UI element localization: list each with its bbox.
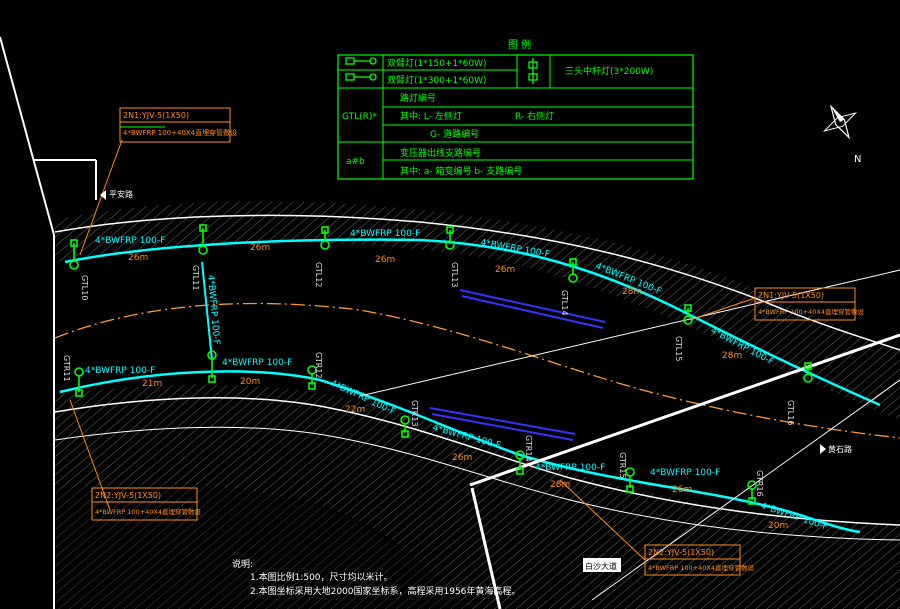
road-edges <box>54 214 900 541</box>
lamp-gtr13 <box>400 415 410 438</box>
pipe-label: 4*BWFRP 100-F <box>650 468 720 478</box>
svg-text:GTL12: GTL12 <box>314 262 323 287</box>
svg-text:变压器出线支路编号: 变压器出线支路编号 <box>400 147 481 159</box>
svg-text:G- 道路编号: G- 道路编号 <box>430 128 479 140</box>
svg-text:GTL15: GTL15 <box>674 336 683 361</box>
svg-text:GTL10: GTL10 <box>80 275 89 300</box>
cable-cross <box>201 261 213 361</box>
svg-text:GTL(R)*: GTL(R)* <box>342 112 377 122</box>
svg-text:GTL14: GTL14 <box>560 290 569 315</box>
road-name-south: 白沙大道 <box>585 561 617 571</box>
double-arm-icon <box>345 57 377 81</box>
lamp-gtl16 <box>803 362 813 383</box>
lamp-gtl14 <box>568 258 578 283</box>
svg-text:其中: L- 左侧灯: 其中: L- 左侧灯 <box>400 110 462 122</box>
road-centerline <box>54 302 900 439</box>
svg-text:2N2:YJV-5(1X50): 2N2:YJV-5(1X50) <box>648 548 714 557</box>
callouts <box>91 107 856 576</box>
north-arrow-icon <box>822 104 858 140</box>
lamp-gtr16 <box>747 480 757 505</box>
lamp-gtl11 <box>198 224 208 255</box>
slope-hatch-sw <box>55 481 470 609</box>
blue-strips <box>429 289 606 441</box>
svg-text:26m: 26m <box>250 243 270 253</box>
svg-text:a#b: a#b <box>346 157 365 167</box>
svg-text:其中: a- 箱变编号 b- 支路编号: 其中: a- 箱变编号 b- 支路编号 <box>400 165 522 177</box>
pipe-label: 4*BWFRP 100-F <box>95 236 165 246</box>
svg-text:4*BWFRP 100+40X4直埋穿管敷设: 4*BWFRP 100+40X4直埋穿管敷设 <box>648 563 754 572</box>
svg-text:GTR15: GTR15 <box>618 452 627 479</box>
notes: 说明: 1.本图比例1:500，尺寸均以米计。 2.本图坐标采用大地2000国家… <box>232 558 520 597</box>
svg-text:26m: 26m <box>495 265 515 275</box>
svg-text:4*BWFRP 100+40X4直埋穿管敷设: 4*BWFRP 100+40X4直埋穿管敷设 <box>123 128 237 137</box>
legend-box <box>337 54 694 180</box>
svg-text:GTL11: GTL11 <box>191 265 200 290</box>
pipe-label: 4*BWFRP 100-F <box>85 366 155 376</box>
svg-text:GTR13: GTR13 <box>410 400 419 427</box>
svg-text:26m: 26m <box>128 253 148 263</box>
svg-text:26m: 26m <box>672 485 692 495</box>
svg-text:GTR16: GTR16 <box>755 470 764 497</box>
distance-labels: 26m 26m 26m 26m 28m 28m 21m 20m 22m 26m … <box>128 243 788 531</box>
svg-text:GTR14: GTR14 <box>524 435 533 462</box>
svg-text:4*BWFRP 100+40X4直埋穿管敷设: 4*BWFRP 100+40X4直埋穿管敷设 <box>95 507 201 516</box>
pipe-label: 4*BWFRP 100-F <box>535 463 605 473</box>
pipe-label: 4*BWFRP 100-F <box>350 229 420 239</box>
lamp-gtr11 <box>74 367 84 397</box>
svg-text:28m: 28m <box>722 351 742 361</box>
pipe-label: 4*BWFRP 100-F <box>222 358 292 368</box>
cable-south <box>59 370 861 534</box>
lamp-gtr12 <box>207 350 217 383</box>
svg-text:22m: 22m <box>345 405 365 415</box>
road-name-east: 黄石路 <box>828 444 852 454</box>
lamp-gtl13 <box>445 226 455 250</box>
svg-text:21m: 21m <box>142 379 162 389</box>
svg-text:双臂灯(1*300+1*60W): 双臂灯(1*300+1*60W) <box>387 74 487 86</box>
svg-text:路灯编号: 路灯编号 <box>400 92 436 104</box>
svg-text:20m: 20m <box>240 377 260 387</box>
lamp-gtr15 <box>625 467 635 493</box>
east-road <box>359 269 900 609</box>
lamp-gtl12 <box>320 226 330 250</box>
svg-text:28m: 28m <box>622 287 642 297</box>
svg-text:20m: 20m <box>768 521 788 531</box>
west-road <box>0 36 97 609</box>
svg-text:2N2:YJV-5(1X50): 2N2:YJV-5(1X50) <box>95 491 161 500</box>
svg-text:26m: 26m <box>375 255 395 265</box>
svg-text:三头中杆灯(3*200W): 三头中杆灯(3*200W) <box>565 65 653 77</box>
svg-text:GTR12: GTR12 <box>314 352 323 379</box>
svg-text:28m: 28m <box>550 480 570 490</box>
road-names: 平安路 黄石路 白沙大道 <box>100 189 852 572</box>
road-name-west: 平安路 <box>109 189 133 199</box>
lamp-gtl10 <box>69 239 79 270</box>
svg-text:26m: 26m <box>452 453 472 463</box>
svg-text:4*BWFRP 100+40X4直埋穿管敷设: 4*BWFRP 100+40X4直埋穿管敷设 <box>758 307 864 316</box>
slope-hatch-south <box>55 384 900 609</box>
three-head-icon <box>528 58 538 84</box>
lamp-ids: GTL10 GTL11 GTL12 GTL13 GTL14 GTL15 GTL1… <box>62 262 795 497</box>
svg-text:GTL13: GTL13 <box>450 262 459 287</box>
svg-text:说明:: 说明: <box>232 558 253 570</box>
leaders <box>69 139 756 561</box>
svg-text:R- 右侧灯: R- 右侧灯 <box>515 110 554 122</box>
lamp-gtr12b <box>307 365 317 390</box>
lamps-north <box>69 224 813 383</box>
lamp-gtl15 <box>683 304 693 325</box>
svg-text:2.本图坐标采用大地2000国家坐标系，高程采用1956年黄: 2.本图坐标采用大地2000国家坐标系，高程采用1956年黄海高程。 <box>250 585 520 597</box>
north-label: N <box>854 154 861 165</box>
svg-text:GTL16: GTL16 <box>786 400 795 425</box>
svg-text:GTR11: GTR11 <box>62 355 71 382</box>
svg-text:2N1:YJV-5(1X50): 2N1:YJV-5(1X50) <box>758 291 824 300</box>
svg-text:1.本图比例1:500，尺寸均以米计。: 1.本图比例1:500，尺寸均以米计。 <box>250 571 393 583</box>
legend-text: 图 例 双臂灯(1*150+1*60W) 双臂灯(1*300+1*60W) 三头… <box>342 38 653 177</box>
lamps-south <box>74 350 757 505</box>
svg-text:2N1:YJV-5(1X50): 2N1:YJV-5(1X50) <box>123 111 189 120</box>
callout-text: 2N1:YJV-5(1X50) 4*BWFRP 100+40X4直埋穿管敷设 2… <box>95 111 864 572</box>
svg-text:图 例: 图 例 <box>508 38 531 51</box>
lamp-gtr14 <box>515 450 525 475</box>
svg-text:双臂灯(1*150+1*60W): 双臂灯(1*150+1*60W) <box>387 57 487 69</box>
